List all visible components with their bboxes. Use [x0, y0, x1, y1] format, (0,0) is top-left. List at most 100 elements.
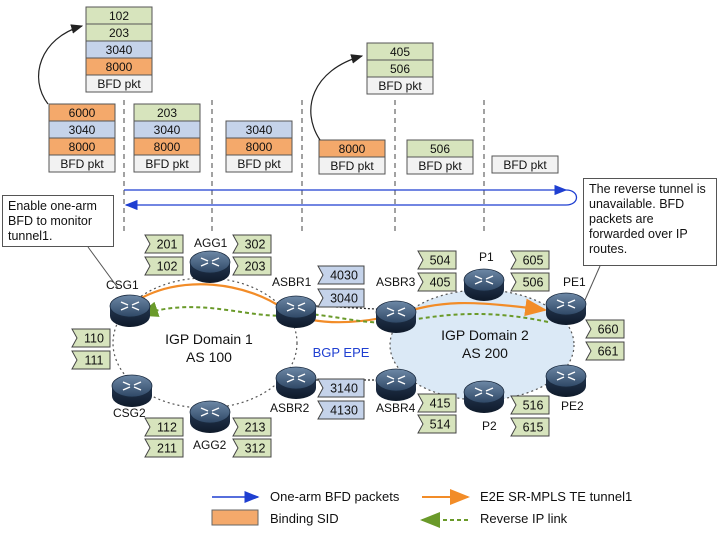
- stack-cell-label: 3040: [69, 123, 96, 137]
- stack-c6: BFD pkt: [491, 155, 559, 174]
- router-arrows-icon: [200, 257, 220, 267]
- stack-cell-label: BFD pkt: [503, 158, 547, 172]
- sid-tag: 203: [232, 256, 272, 276]
- router-asbr4[interactable]: [375, 368, 417, 401]
- router-arrows-icon: [386, 307, 406, 317]
- stack-cell-label: 405: [390, 45, 410, 59]
- label-agg2: AGG2: [193, 438, 227, 452]
- domain-labels: IGP Domain 1 AS 100 IGP Domain 2 AS 200 …: [165, 327, 529, 365]
- stack-cell-label: 3040: [154, 123, 181, 137]
- stack-cell-label: 102: [109, 9, 129, 23]
- sid-value: 211: [157, 442, 177, 456]
- label-asbr1: ASBR1: [272, 275, 312, 289]
- domain1-name: IGP Domain 1: [165, 331, 253, 347]
- router-p2[interactable]: [463, 380, 505, 413]
- sid-value: 312: [245, 442, 266, 456]
- domain2-name: IGP Domain 2: [441, 327, 529, 343]
- sid-tag: 4130: [317, 400, 365, 420]
- stack-cell-label: BFD pkt: [330, 159, 374, 173]
- router-arrows-icon: [286, 373, 306, 383]
- stack-cell: [85, 74, 153, 93]
- router-csg2[interactable]: [111, 374, 153, 407]
- router-pe2[interactable]: [545, 364, 587, 397]
- sid-tag: 112: [144, 417, 184, 437]
- sid-value: 514: [430, 418, 451, 432]
- stack-cell-label: BFD pkt: [60, 157, 104, 171]
- router-csg1[interactable]: [109, 294, 151, 327]
- sid-value: 111: [84, 354, 103, 368]
- stack-cell: [48, 154, 116, 173]
- routers: [109, 250, 587, 433]
- router-arrows-icon: [286, 302, 306, 312]
- sid-value: 302: [245, 238, 266, 252]
- sid-tag: 201: [144, 234, 184, 254]
- router-asbr1[interactable]: [275, 295, 317, 328]
- router-pe1[interactable]: [545, 292, 587, 325]
- reverse-ip-link: [138, 301, 549, 324]
- sid-value: 110: [84, 332, 104, 346]
- sid-tags: 201 302 102 203 110 111 112 213 211 312 4030 3040 31…: [71, 234, 625, 458]
- sid-tag: 605: [510, 250, 550, 270]
- sid-value: 4130: [330, 404, 358, 418]
- stack-cell-label: 3040: [246, 123, 273, 137]
- sid-value: 3140: [330, 382, 358, 396]
- legend-reverse-text: Reverse IP link: [480, 511, 568, 526]
- stack-cell-label: BFD pkt: [237, 157, 281, 171]
- sid-tag: 615: [510, 417, 550, 437]
- stack-cell: [491, 155, 559, 174]
- router-arrows-icon: [120, 301, 140, 311]
- label-asbr4: ASBR4: [376, 401, 416, 415]
- stack-cell: [133, 154, 201, 173]
- router-p1[interactable]: [463, 268, 505, 301]
- stack-cell-label: 8000: [154, 140, 181, 154]
- router-arrows-icon: [122, 381, 142, 391]
- sid-tag: 110: [71, 328, 111, 348]
- stack-cell-label: 8000: [69, 140, 96, 154]
- sid-tag: 213: [232, 417, 272, 437]
- bfd-turnaround: [565, 189, 578, 206]
- sid-value: 102: [157, 260, 178, 274]
- router-asbr2[interactable]: [275, 366, 317, 399]
- label-csg1: CSG1: [106, 278, 139, 292]
- domain1-as: AS 100: [186, 349, 232, 365]
- sid-value: 605: [523, 254, 544, 268]
- sid-value: 506: [523, 276, 544, 290]
- stack-cell-label: 6000: [69, 106, 96, 120]
- router-agg1[interactable]: [189, 250, 231, 283]
- sid-tag: 3040: [317, 288, 365, 308]
- router-agg2[interactable]: [189, 400, 231, 433]
- label-asbr2: ASBR2: [270, 401, 310, 415]
- sid-tag: 312: [232, 438, 272, 458]
- sid-value: 405: [430, 276, 451, 290]
- callout-enable-bfd: Enable one-arm BFD to monitor tunnel1.: [2, 195, 114, 247]
- stack-cell-label: 3040: [106, 43, 133, 57]
- stack-cell-label: 203: [109, 26, 129, 40]
- sid-tag: 415: [417, 393, 457, 413]
- label-p2: P2: [482, 419, 497, 433]
- router-asbr3[interactable]: [375, 300, 417, 333]
- legend: One-arm BFD packets Binding SID E2E SR-M…: [211, 489, 632, 528]
- sid-value: 201: [157, 238, 178, 252]
- sid-tag: 302: [232, 234, 272, 254]
- legend-tunnel-text: E2E SR-MPLS TE tunnel1: [480, 489, 632, 504]
- sid-tag: 4030: [317, 265, 365, 285]
- stack-cell-label: BFD pkt: [418, 159, 462, 173]
- sid-value: 661: [598, 345, 619, 359]
- sr-mpls-te-tunnel1: [129, 283, 548, 324]
- pop-arrow-left: [38, 24, 84, 105]
- stack-cell-label: BFD pkt: [145, 157, 189, 171]
- domain2-as: AS 200: [462, 345, 508, 361]
- router-arrows-icon: [474, 387, 494, 397]
- pop-arrow-right: [310, 54, 364, 141]
- sid-value: 615: [523, 421, 544, 435]
- stack-cell: [225, 154, 293, 173]
- stack-cell-label: 8000: [106, 60, 133, 74]
